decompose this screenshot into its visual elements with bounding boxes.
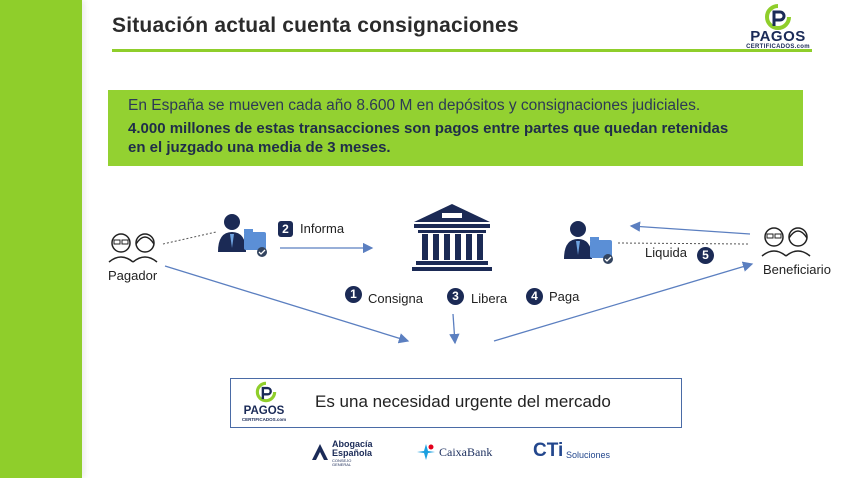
arrow-consigna (164, 265, 410, 344)
logo-subword: CERTIFICADOS.com (746, 44, 810, 50)
caixabank-star-icon (417, 444, 435, 460)
dashed-connector-left (162, 231, 217, 245)
agent-folder-icon-left (218, 214, 267, 257)
step-5-badge: 5 (697, 247, 714, 264)
conclusion-text: Es una necesidad urgente del mercado (315, 392, 611, 411)
highlight-box: En España se mueven cada año 8.600 M en … (108, 90, 803, 166)
step-1-label: Consigna (368, 291, 423, 306)
arrow-paga (493, 261, 754, 342)
pagos-certificados-logo: PAGOS CERTIFICADOS.com (738, 4, 818, 52)
step-4-badge: 4 (526, 288, 543, 305)
pagador-label: Pagador (108, 268, 158, 283)
court-building-icon (412, 204, 492, 271)
side-accent-bar (0, 0, 82, 478)
agent-folder-icon-right (564, 221, 613, 264)
abogacia-line-2: Española (332, 448, 373, 458)
logo-word: PAGOS (750, 28, 806, 45)
abogacia-mark-icon (312, 444, 328, 460)
step-1-badge: 1 (345, 286, 362, 303)
cti-sub-text: Soluciones (566, 450, 611, 460)
logo-mark-icon (765, 4, 791, 30)
arrow-libera (449, 313, 460, 345)
beneficiario-people-icon (761, 227, 811, 257)
step-4-label: Paga (549, 289, 580, 304)
highlight-line-1: En España se mueven cada año 8.600 M en … (128, 97, 701, 114)
beneficiario-label: Beneficiario (763, 262, 831, 277)
pagador-people-icon (108, 233, 158, 263)
conclusion-box: PAGOS CERTIFICADOS.com Es una necesidad … (230, 378, 682, 428)
logo-word-small: PAGOS (243, 405, 285, 417)
step-2-label: Informa (300, 221, 345, 236)
highlight-line-2: 4.000 millones de estas transacciones so… (128, 120, 729, 137)
dashed-connector-right (617, 242, 749, 245)
step-3-badge: 3 (447, 288, 464, 305)
caixabank-text: CaixaBank (439, 445, 493, 459)
page-title: Situación actual cuenta consignaciones (112, 14, 519, 37)
step-5-label: Liquida (645, 245, 687, 260)
arrow-liquida (629, 221, 751, 235)
title-underline (112, 49, 812, 52)
abogacia-line-1: Abogacía (332, 439, 373, 449)
pagos-certificados-logo-small: PAGOS CERTIFICADOS.com (235, 381, 293, 425)
logo-subword-small: CERTIFICADOS.com (241, 417, 287, 422)
step-3-label: Libera (471, 291, 508, 306)
cti-text: CTi (533, 440, 564, 461)
logo-mark-icon-small (255, 381, 277, 403)
highlight-line-3: en el juzgado una media de 3 meses. (128, 139, 391, 156)
step-2-badge: 2 (278, 221, 293, 237)
abogacia-line-3: CONSEJO GENERAL (332, 458, 352, 467)
